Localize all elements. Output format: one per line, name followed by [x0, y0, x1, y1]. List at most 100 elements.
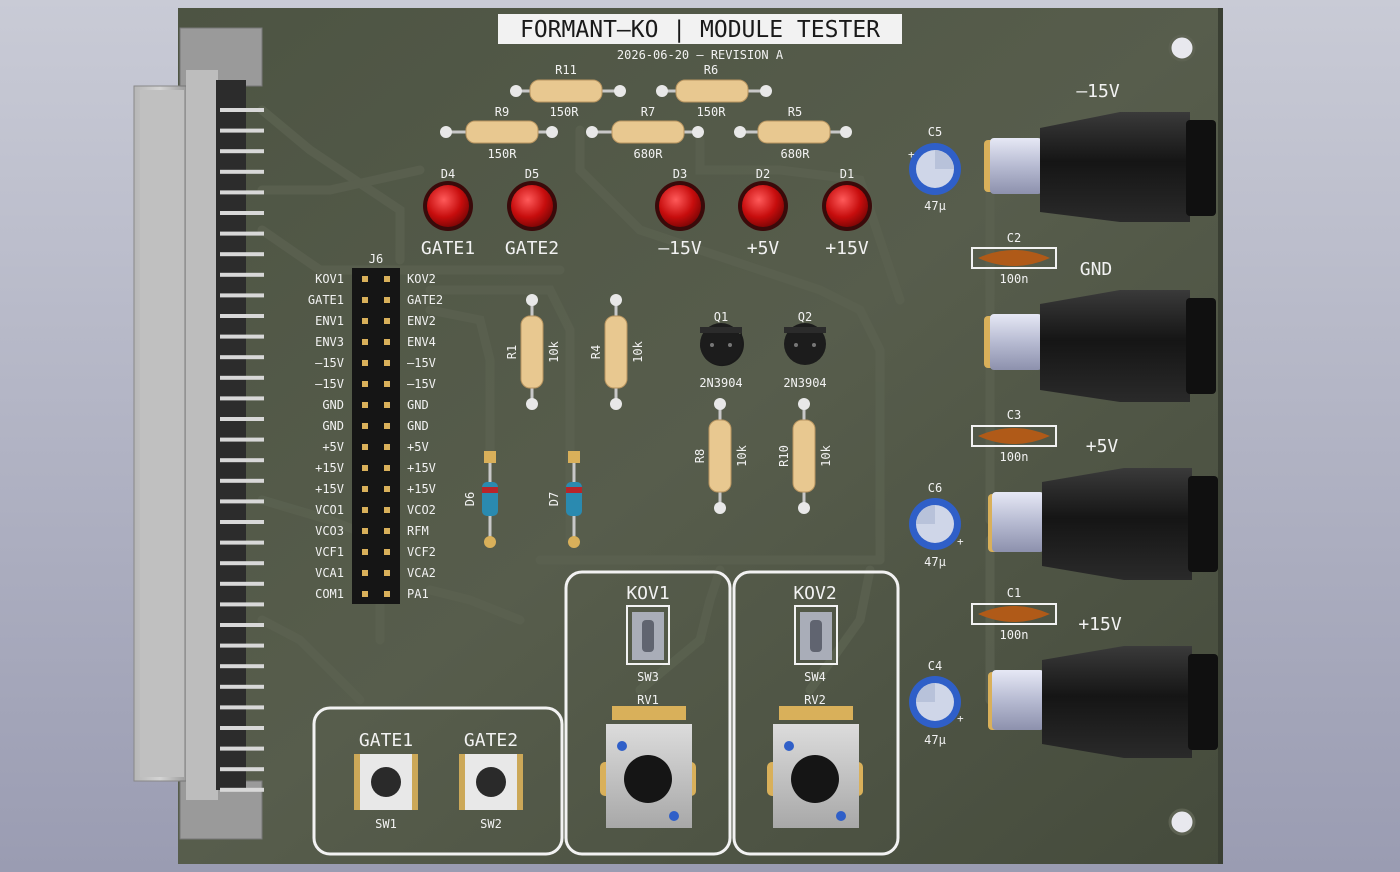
header-pin: [362, 549, 368, 555]
kov2-toggle-switch[interactable]: [794, 605, 838, 665]
pin-label-right: PA1: [407, 587, 429, 601]
header-pin: [362, 591, 368, 597]
connector-pin: [220, 458, 264, 463]
connector-pin: [220, 149, 264, 154]
connector-pin: [220, 746, 264, 751]
ref-label: D4: [441, 167, 455, 181]
connector-pin: [220, 128, 264, 133]
pin-label-right: +15V: [407, 461, 436, 475]
pin-label-left: GND: [322, 398, 344, 412]
connector-pin: [220, 787, 264, 792]
gate1-button[interactable]: GATE1 SW1: [354, 730, 418, 831]
pin-label-right: +5V: [407, 440, 429, 454]
ref-label: D2: [756, 167, 770, 181]
edge-connector: [133, 27, 264, 840]
diode-D7: D7: [547, 451, 582, 548]
header-pin: [384, 339, 390, 345]
header-pin: [384, 444, 390, 450]
cap-C1: C1 100n: [971, 586, 1057, 642]
connector-pin: [220, 252, 264, 257]
cap-C4: C4 + 47µ: [909, 659, 964, 747]
header-pin: [362, 360, 368, 366]
ref-label: SW1: [375, 817, 397, 831]
led-D4: D4 GATE1: [421, 167, 475, 259]
pin-label-left: GATE1: [308, 293, 344, 307]
value-label: 680R: [634, 147, 664, 161]
ref-label: D3: [673, 167, 687, 181]
led-D5: D5 GATE2: [505, 167, 559, 259]
pin-label-left: +15V: [315, 461, 344, 475]
connector-pin: [220, 437, 264, 442]
pin-label-left: +15V: [315, 482, 344, 496]
header-pin: [362, 381, 368, 387]
connector-pin: [220, 540, 264, 545]
electrolytic-caps: C5 + 47µ C6 + 47µ C4 + 47µ: [908, 125, 964, 747]
header-pin: [384, 276, 390, 282]
value-label: 150R: [488, 147, 518, 161]
header-pin: [384, 402, 390, 408]
button-label: GATE2: [464, 730, 518, 751]
pin-label-right: VCA2: [407, 566, 436, 580]
pin-label-right: KOV2: [407, 272, 436, 286]
ref-label: R10: [777, 445, 791, 467]
connector-pin: [220, 169, 264, 174]
kov2-potentiometer[interactable]: [767, 706, 863, 828]
connector-pin: [220, 355, 264, 360]
led-D1: D1 +15V: [822, 167, 872, 259]
connector-pin: [220, 293, 264, 298]
kov1-toggle-switch[interactable]: [626, 605, 670, 665]
header-ref: J6: [369, 252, 383, 266]
pin-label-right: GND: [407, 398, 429, 412]
header-pin: [362, 486, 368, 492]
pin-label-right: +15V: [407, 482, 436, 496]
value-label: 10k: [735, 444, 749, 466]
transistor-Q1: Q1 2N3904: [699, 310, 744, 390]
ref-label: R9: [495, 105, 509, 119]
connector-pin: [220, 314, 264, 318]
resistor-R6: R6 150R: [656, 63, 772, 119]
header-pin: [362, 465, 368, 471]
svg-text:+: +: [957, 535, 964, 548]
header-pin: [362, 276, 368, 282]
value-label: 100n: [1000, 272, 1029, 286]
header-pin: [362, 507, 368, 513]
pin-header-J6: J6 KOV1GATE1ENV1ENV3–15V–15VGNDGND+5V+15…: [308, 252, 443, 604]
gate-button-panel: GATE1 SW1 GATE2 SW2: [312, 706, 564, 856]
pin-label-right: ENV4: [407, 335, 436, 349]
power-jacks: –15V GND +5V +15V: [984, 81, 1218, 758]
connector-pin: [220, 581, 264, 586]
pin-label-left: VCA1: [315, 566, 344, 580]
ref-label: D7: [547, 492, 561, 506]
diode-D6: D6: [463, 451, 498, 548]
gate2-button[interactable]: GATE2 SW2: [459, 730, 523, 831]
connector-pin: [220, 108, 264, 112]
value-label: 150R: [550, 105, 580, 119]
module-label: KOV2: [793, 583, 836, 604]
connector-pin: [220, 396, 264, 401]
led-label: GATE1: [421, 238, 475, 259]
kov1-potentiometer[interactable]: [600, 706, 696, 828]
resistor-R5: R5 680R: [734, 105, 852, 161]
module-label: KOV1: [626, 583, 669, 604]
pin-label-right: RFM: [407, 524, 429, 538]
pot-ref: RV2: [804, 693, 826, 707]
jack-label: GND: [1080, 259, 1113, 280]
header-pin: [384, 486, 390, 492]
header-pin: [384, 381, 390, 387]
header-pin: [384, 423, 390, 429]
ref-label: R11: [555, 63, 577, 77]
connector-pin: [220, 478, 264, 483]
transistors: Q1 2N3904 Q2 2N3904: [699, 310, 826, 390]
ref-label: R5: [788, 105, 802, 119]
header-pin: [362, 339, 368, 345]
ref-label: R4: [589, 345, 603, 359]
ref-label: R8: [693, 449, 707, 463]
resistor-R4: R4 10k: [589, 294, 645, 410]
svg-text:+: +: [908, 148, 915, 161]
cap-C3: C3 100n: [971, 408, 1057, 464]
board-subtitle: 2026-06-20 – REVISION A: [617, 48, 784, 62]
led-label: +15V: [825, 238, 869, 259]
resistor-R11: R11 150R: [510, 63, 626, 119]
connector-pin: [220, 334, 264, 339]
